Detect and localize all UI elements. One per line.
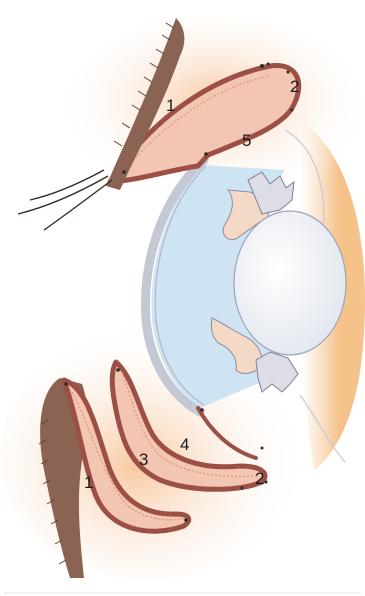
label-lower-fornix: 2: [255, 469, 264, 488]
label-upper-fornix: 2: [290, 77, 299, 96]
label-upper-outer: 1: [166, 96, 175, 115]
eyelashes-icon: [18, 170, 112, 230]
ciliary-body-lower: [256, 352, 298, 392]
lens: [234, 211, 346, 355]
label-lower-inner: 3: [139, 450, 148, 469]
label-lower-outer: 1: [84, 473, 93, 492]
label-upper-limbus: 5: [242, 131, 251, 150]
label-lower-limbus: 4: [180, 435, 189, 454]
